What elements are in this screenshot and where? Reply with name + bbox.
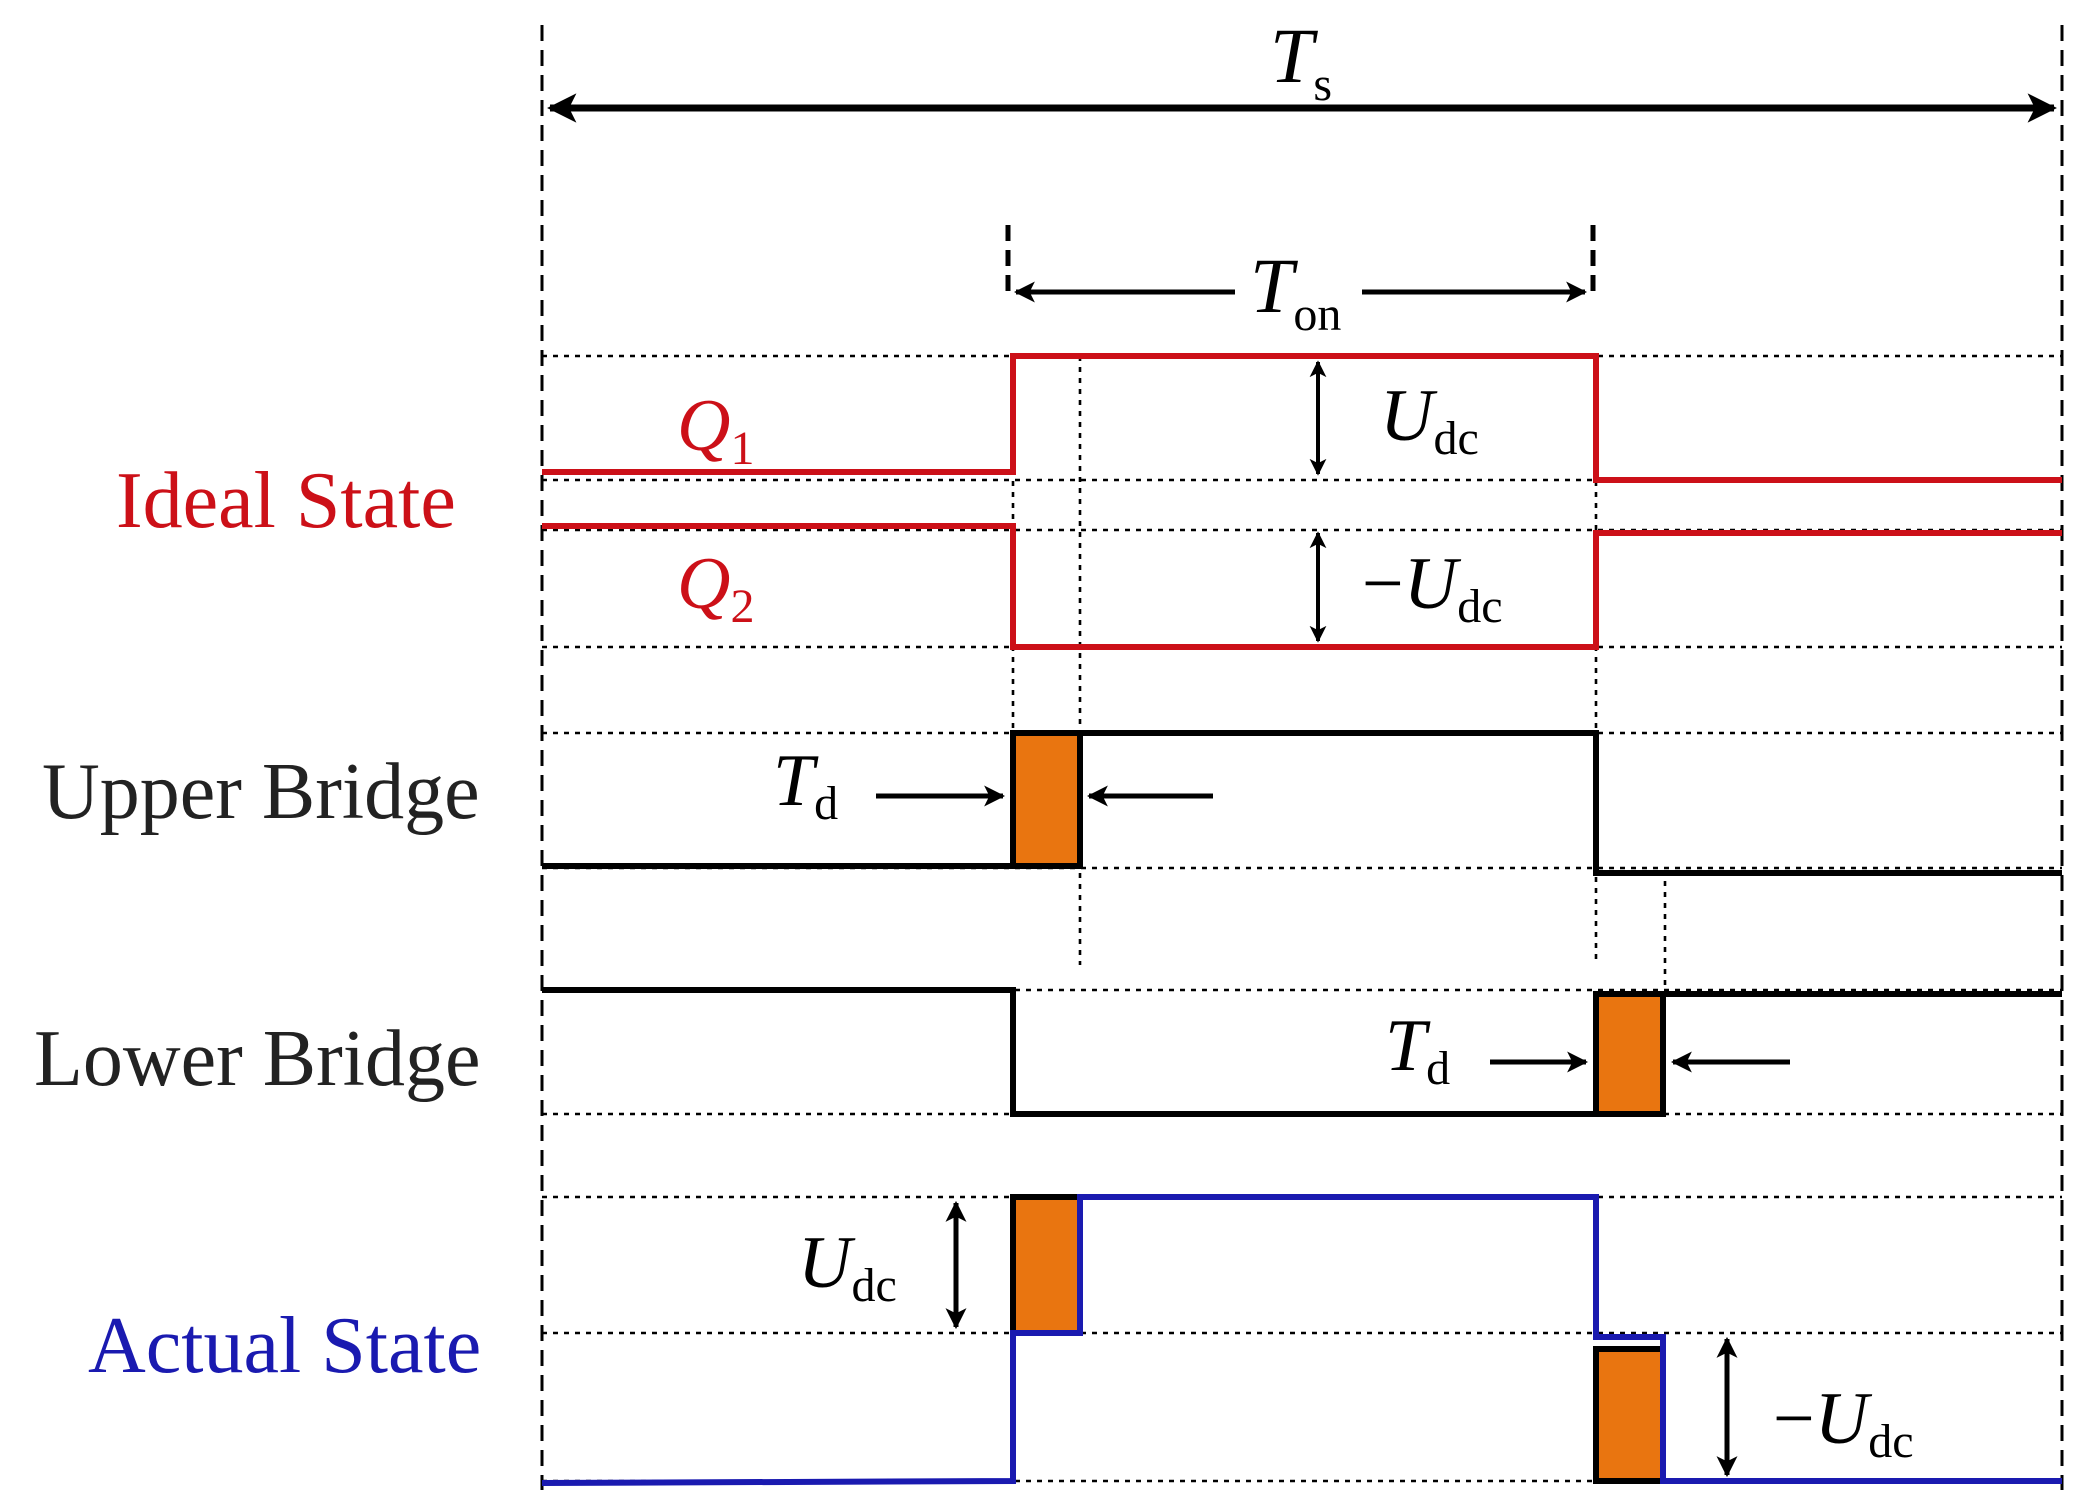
q1-waveform [542, 353, 2062, 483]
actual-dead-time-box-1 [1010, 1194, 1083, 1336]
lower-dead-time-box [1593, 991, 1666, 1117]
q2-symbol: Q2 [677, 543, 754, 633]
ts-symbol: Ts [1270, 12, 1332, 111]
neg-udc-q2-symbol: −Udc [1362, 543, 1503, 633]
q1-symbol: Q1 [677, 385, 754, 475]
lower-bridge-label: Lower Bridge [34, 1015, 481, 1103]
ideal-state-label: Ideal State [116, 457, 456, 545]
lower-bridge-waveform [542, 987, 2062, 1117]
actual-state-label: Actual State [88, 1302, 481, 1390]
upper-bridge-waveform [542, 730, 2062, 876]
udc-q1-symbol: Udc [1380, 375, 1479, 465]
udc-actual-symbol: Udc [798, 1222, 897, 1312]
neg-udc-actual-symbol: −Udc [1773, 1378, 1914, 1468]
upper-dead-time-box [1010, 730, 1083, 869]
td-lower-symbol: Td [1385, 1005, 1450, 1095]
td-upper-symbol: Td [773, 740, 838, 830]
actual-state-waveform [541, 1194, 2062, 1486]
ton-symbol: Ton [1250, 242, 1341, 341]
actual-dead-time-box-2 [1593, 1346, 1666, 1484]
upper-bridge-label: Upper Bridge [42, 748, 480, 836]
vertical-guides [1011, 356, 1667, 990]
q2-waveform [542, 523, 2062, 650]
